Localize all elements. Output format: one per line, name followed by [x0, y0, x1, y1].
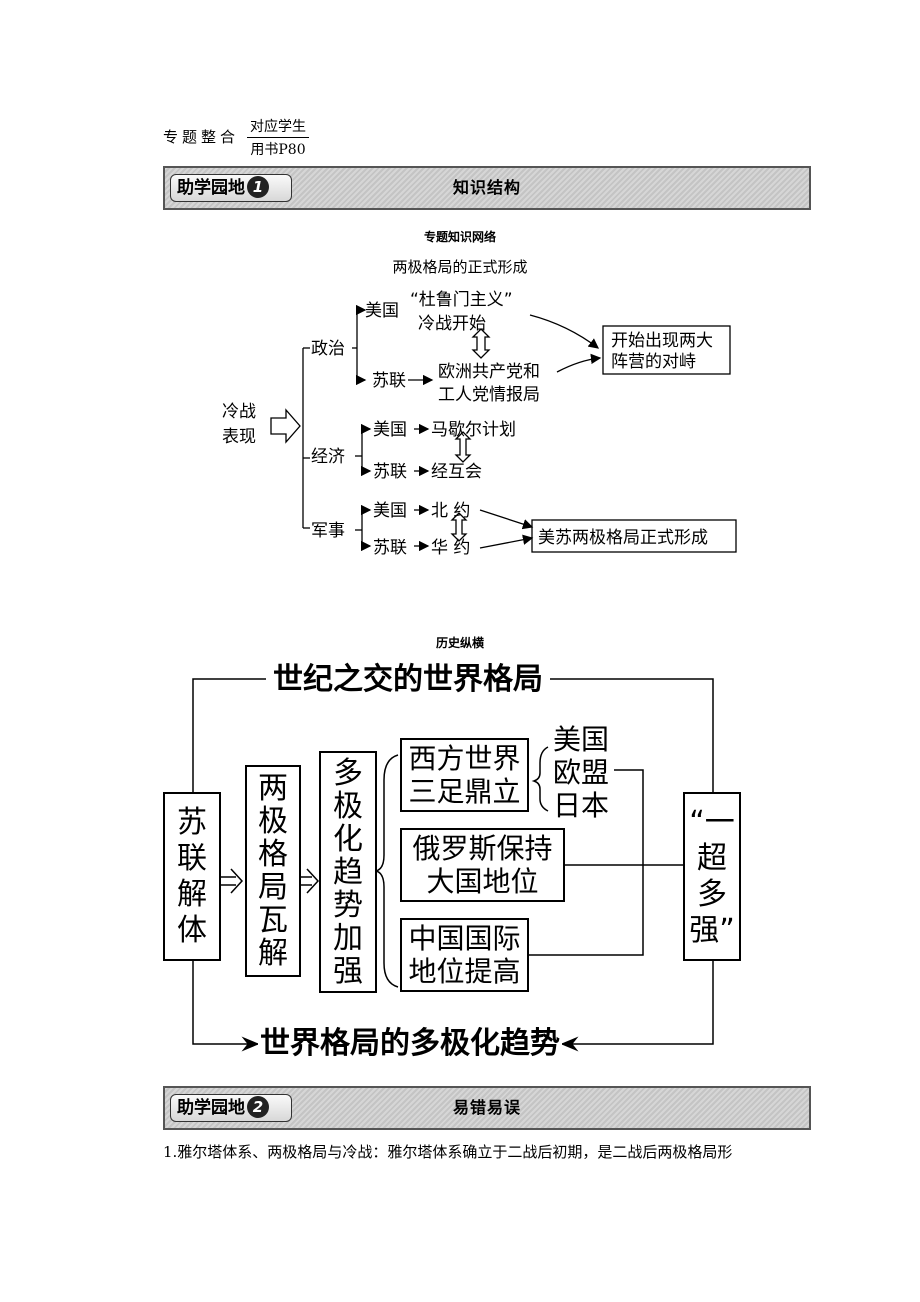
- russia-line-1: 俄罗斯保持: [412, 832, 553, 865]
- col-char: 解: [258, 936, 288, 971]
- marshall-plan: 马歇尔计划: [431, 420, 516, 440]
- military-usa: 美国: [373, 501, 407, 521]
- bipolar-text: 美苏两极格局正式形成: [538, 528, 708, 548]
- result-box-bipolar: [531, 519, 737, 553]
- col-char: 两: [258, 771, 288, 806]
- double-arrow-icon: [450, 512, 468, 542]
- root-text-1: 冷战: [222, 402, 256, 422]
- col-ussr-collapse: 苏 联 解 体: [164, 793, 220, 960]
- box-superpower: [683, 792, 741, 961]
- china-line-1: 中国国际: [408, 922, 521, 955]
- col-char: 强: [333, 953, 363, 989]
- network-subtitle: 两极格局的正式形成: [392, 258, 528, 276]
- world-pattern-diagram: 世纪之交的世界格局: [163, 678, 741, 1052]
- top-title: 世纪之交的世界格局: [266, 660, 550, 700]
- col-char: 局: [258, 870, 288, 905]
- col-char: 格: [258, 837, 288, 872]
- west-members: 美国 欧盟 日本: [553, 723, 623, 822]
- cold-war-start: 冷战开始: [418, 314, 486, 334]
- superpower-text: “一 超 多 强”: [684, 793, 740, 960]
- double-arrow-icon: [454, 431, 472, 463]
- west-text: 西方世界 三足鼎立: [401, 739, 528, 811]
- west-line-1: 西方世界: [408, 742, 521, 775]
- military-ussr: 苏联: [373, 538, 407, 558]
- col-char: 多: [697, 876, 727, 912]
- china-text: 中国国际 地位提高: [401, 919, 528, 991]
- body-paragraph: 1.雅尔塔体系、两极格局与冷战：雅尔塔体系确立于二战后初期，是二战后两极格局形: [163, 1143, 733, 1161]
- politics-label: 政治: [311, 339, 345, 359]
- economy-usa: 美国: [373, 420, 407, 440]
- brace: [375, 754, 399, 988]
- header-title: 专题整合: [163, 128, 240, 146]
- network-caption: 专题知识网络: [423, 230, 496, 244]
- hollow-arrow-icon: [220, 868, 244, 894]
- member-eu: 欧盟: [553, 756, 610, 789]
- history-caption: 历史纵横: [435, 636, 484, 650]
- comecon: 经互会: [431, 462, 482, 482]
- col-multipolar: 多 极 化 趋 势 加 强: [320, 752, 376, 992]
- col-char: 势: [333, 887, 363, 923]
- root-text-2: 表现: [222, 427, 256, 447]
- col-char: 极: [333, 788, 363, 824]
- west-line-2: 三足鼎立: [408, 775, 521, 808]
- cominform-2: 工人党情报局: [438, 385, 540, 405]
- col-char: 多: [333, 755, 363, 791]
- col-char: 解: [177, 876, 207, 912]
- banner-tag-label: 助学园地: [177, 1098, 245, 1118]
- result-box-camps: [602, 325, 731, 375]
- col-char: 极: [258, 804, 288, 839]
- banner-tag-number: 2: [247, 1096, 269, 1118]
- russia-line-2: 大国地位: [426, 865, 539, 898]
- hollow-arrow-icon: [300, 868, 320, 894]
- page-reference: 对应学生 用书P80: [247, 116, 309, 159]
- economy-ussr: 苏联: [373, 462, 407, 482]
- col-char: 化: [333, 821, 363, 857]
- member-usa: 美国: [553, 723, 610, 756]
- page-reference-top: 对应学生: [247, 116, 309, 138]
- russia-text: 俄罗斯保持 大国地位: [401, 829, 564, 901]
- col-bipolar-collapse: 两 极 格 局 瓦 解: [246, 766, 300, 976]
- banner-tag-number: 1: [247, 176, 269, 198]
- politics-usa: 美国: [365, 301, 399, 321]
- col-char: 苏: [177, 804, 207, 840]
- col-char: 加: [333, 920, 363, 956]
- camps-text-1: 开始出现两大: [611, 331, 713, 351]
- col-char: 瓦: [258, 903, 288, 938]
- box-bipolar-collapse: [245, 765, 301, 977]
- nato: 北 约: [431, 501, 470, 521]
- economy-label: 经济: [311, 447, 345, 467]
- double-arrow-icon: [471, 328, 491, 359]
- camps-text-2: 阵营的对峙: [611, 352, 696, 372]
- box-multipolar: [319, 751, 377, 993]
- warsaw-pact: 华 约: [431, 538, 470, 558]
- truman-doctrine: “杜鲁门主义”: [410, 290, 513, 310]
- col-char: 强”: [689, 912, 735, 948]
- col-char: 超: [697, 840, 727, 876]
- banner-title: 易错易误: [452, 1098, 521, 1117]
- politics-ussr: 苏联: [372, 371, 406, 391]
- col-char: 体: [177, 912, 207, 948]
- page-reference-bottom: 用书P80: [250, 142, 306, 158]
- cold-war-diagram: 冷战 表现 政治 经济 军事 美国 苏联 “杜鲁门主义” 冷战开始 欧洲共产党和…: [222, 290, 737, 558]
- military-label: 军事: [311, 521, 345, 541]
- col-char: 联: [177, 840, 207, 876]
- banner-title: 知识结构: [452, 178, 521, 197]
- col-char: 趋: [333, 854, 363, 890]
- bottom-title: 世界格局的多极化趋势: [258, 1024, 562, 1064]
- cominform-1: 欧洲共产党和: [438, 362, 540, 382]
- hollow-arrow-icon: [270, 408, 301, 444]
- box-west: [400, 738, 529, 812]
- china-line-2: 地位提高: [408, 955, 521, 988]
- brace: [531, 746, 549, 812]
- member-japan: 日本: [553, 789, 610, 822]
- banner-tag-label: 助学园地: [177, 178, 245, 198]
- col-char: “一: [689, 804, 735, 840]
